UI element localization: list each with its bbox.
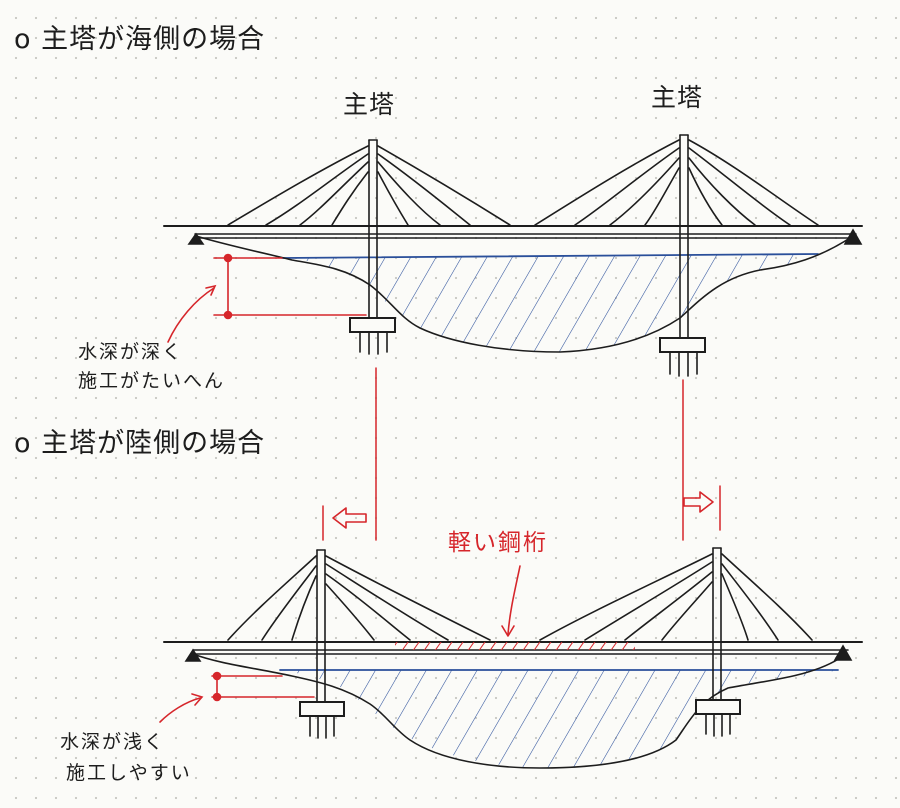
- land-case-right-bearing: [833, 644, 853, 661]
- land-case-bridge: [163, 547, 863, 769]
- sea-case-right-bearing: [843, 228, 863, 245]
- sea-case-ground: [195, 235, 854, 353]
- land-case-ground: [192, 653, 844, 769]
- land-case-note-line1: 水深が浅く: [60, 731, 166, 753]
- land-case-water: [280, 670, 838, 768]
- steel-girder-arrow: [507, 565, 521, 635]
- sea-case-right-footing: [659, 337, 706, 353]
- land-case-depth-marker: [159, 671, 315, 723]
- land-case-left-footing: [299, 701, 345, 717]
- steel-girder-arrowhead: [501, 625, 515, 637]
- land-case-right-footing: [695, 699, 741, 715]
- steel-girder-segment: [395, 642, 635, 650]
- shift-left-arrow: [332, 507, 367, 529]
- tower-label-left: 主塔: [343, 90, 396, 119]
- sea-case-bridge: [163, 134, 863, 377]
- land-case-heading: o 主塔が陸側の場合: [14, 428, 266, 459]
- land-case-note-line2: 施工しやすい: [66, 762, 192, 784]
- tower-label-right: 主塔: [651, 83, 704, 112]
- shift-right-arrow: [683, 491, 714, 513]
- sea-case-heading: o 主塔が海側の場合: [14, 24, 266, 55]
- sea-case-water-line: [281, 253, 819, 259]
- sea-case-note-line2: 施工がたいへん: [78, 370, 226, 392]
- land-case-left-bearing: [184, 648, 202, 662]
- sea-case-depth-marker: [167, 253, 367, 343]
- sea-case-water: [282, 254, 818, 352]
- sea-case-note-line1: 水深が深く: [78, 341, 184, 363]
- tower-shift-guides: [322, 367, 721, 541]
- sea-case-left-footing: [349, 317, 396, 333]
- steel-girder-label: 軽い鋼桁: [448, 530, 548, 556]
- sea-case-left-bearing: [187, 232, 205, 245]
